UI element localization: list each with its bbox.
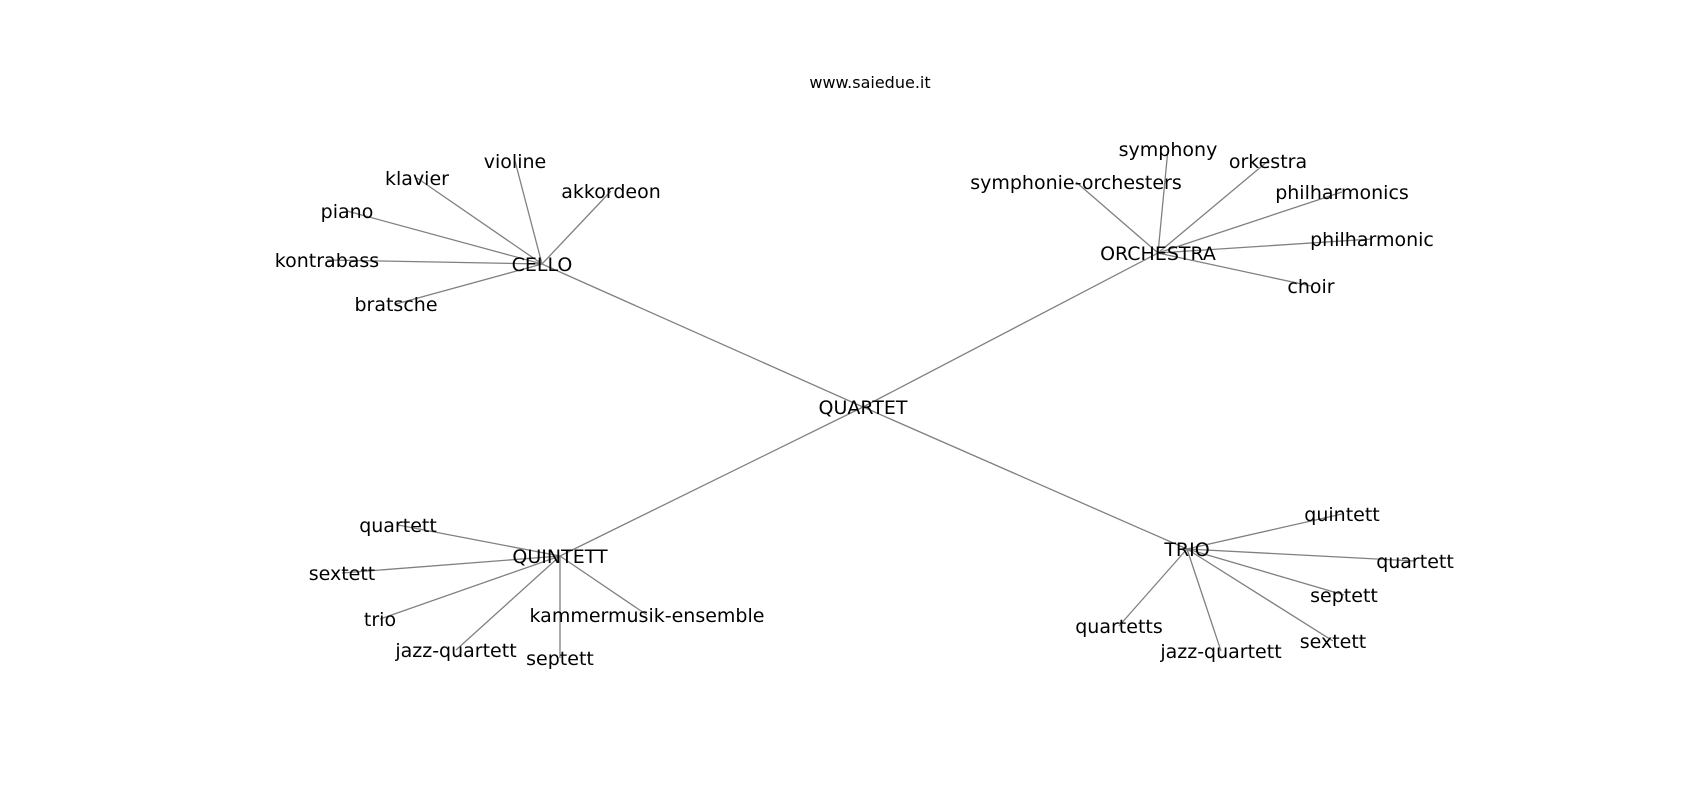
leaf-node-label-quintett: quintett xyxy=(1304,504,1379,526)
edges xyxy=(326,148,1416,658)
hub-node-label-trio: TRIO xyxy=(1163,539,1209,561)
leaf-node-label-klavier: klavier xyxy=(385,168,449,190)
leaf-node-label-bratsche: bratsche xyxy=(354,294,437,316)
leaf-node-label-choir: choir xyxy=(1287,276,1334,298)
edge-quintett-kammermusik-ensemble xyxy=(559,555,648,616)
leaf-node-label-quartett: quartett xyxy=(359,515,437,537)
leaf-node-label-symphonie-orchesters: symphonie-orchesters xyxy=(970,172,1182,194)
edge-trio-quartett xyxy=(1186,548,1416,562)
hub-node-label-orchestra: ORCHESTRA xyxy=(1100,243,1216,265)
leaf-node-label-kammermusik-ensemble: kammermusik-ensemble xyxy=(530,605,765,627)
leaf-node-label-trio: trio xyxy=(364,609,396,631)
edge-orchestra-orkestra xyxy=(1157,160,1269,254)
leaf-node-label-sextett: sextett xyxy=(309,563,376,585)
edge-cello-bratsche xyxy=(395,263,543,305)
hub-node-label-quintett: QUINTETT xyxy=(512,546,608,568)
edge-quintett-jazz-quartett xyxy=(455,555,561,651)
edge-orchestra-symphonie-orchesters xyxy=(1075,181,1159,254)
edge-orchestra-symphony xyxy=(1157,148,1169,254)
leaf-node-label-septett: septett xyxy=(1310,585,1378,607)
leaf-node-label-philharmonics: philharmonics xyxy=(1275,182,1409,204)
leaf-node-label-quartetts: quartetts xyxy=(1075,616,1163,638)
leaf-node-label-kontrabass: kontrabass xyxy=(275,250,379,272)
leaf-node-label-quartett: quartett xyxy=(1376,551,1454,573)
edge-trio-septett xyxy=(1186,548,1345,596)
edge-quintett-sextett xyxy=(341,555,561,574)
edge-orchestra-choir xyxy=(1157,252,1312,287)
edge-trio-quintett xyxy=(1186,513,1343,550)
leaf-node-label-septett: septett xyxy=(526,648,594,670)
edge-quintett-quartett xyxy=(397,524,561,557)
leaf-node-label-orkestra: orkestra xyxy=(1229,151,1307,173)
edge-center-trio xyxy=(862,406,1188,550)
leaf-node-label-violine: violine xyxy=(484,151,546,173)
edge-center-quintett xyxy=(559,406,864,557)
leaf-node-label-symphony: symphony xyxy=(1119,139,1218,161)
edge-trio-sextett xyxy=(1186,548,1334,642)
edge-orchestra-philharmonic xyxy=(1157,238,1373,254)
leaf-node-label-piano: piano xyxy=(321,201,374,223)
leaf-node-label-akkordeon: akkordeon xyxy=(561,181,661,203)
site-url: www.saiedue.it xyxy=(809,73,930,92)
edge-cello-kontrabass xyxy=(326,259,543,265)
leaf-node-label-sextett: sextett xyxy=(1300,631,1367,653)
hub-node-label-cello: CELLO xyxy=(512,254,573,276)
edge-quintett-trio xyxy=(379,555,561,620)
edge-trio-quartetts xyxy=(1118,548,1188,627)
leaf-node-label-philharmonic: philharmonic xyxy=(1310,229,1434,251)
edge-orchestra-philharmonics xyxy=(1157,191,1343,254)
edge-cello-klavier xyxy=(416,177,543,265)
edge-center-orchestra xyxy=(862,252,1159,408)
leaf-node-label-jazz-quartett: jazz-quartett xyxy=(394,640,516,662)
edge-cello-piano xyxy=(346,210,543,265)
edge-cello-akkordeon xyxy=(541,190,612,265)
edge-cello-violine xyxy=(514,160,543,265)
edge-center-cello xyxy=(541,263,864,408)
node-labels: QUARTET CELLO violine klavier akkordeon piano… xyxy=(275,139,1454,670)
leaf-node-label-jazz-quartett: jazz-quartett xyxy=(1159,641,1281,663)
center-node-label: QUARTET xyxy=(819,397,908,419)
edge-trio-jazz-quartett xyxy=(1186,548,1222,652)
